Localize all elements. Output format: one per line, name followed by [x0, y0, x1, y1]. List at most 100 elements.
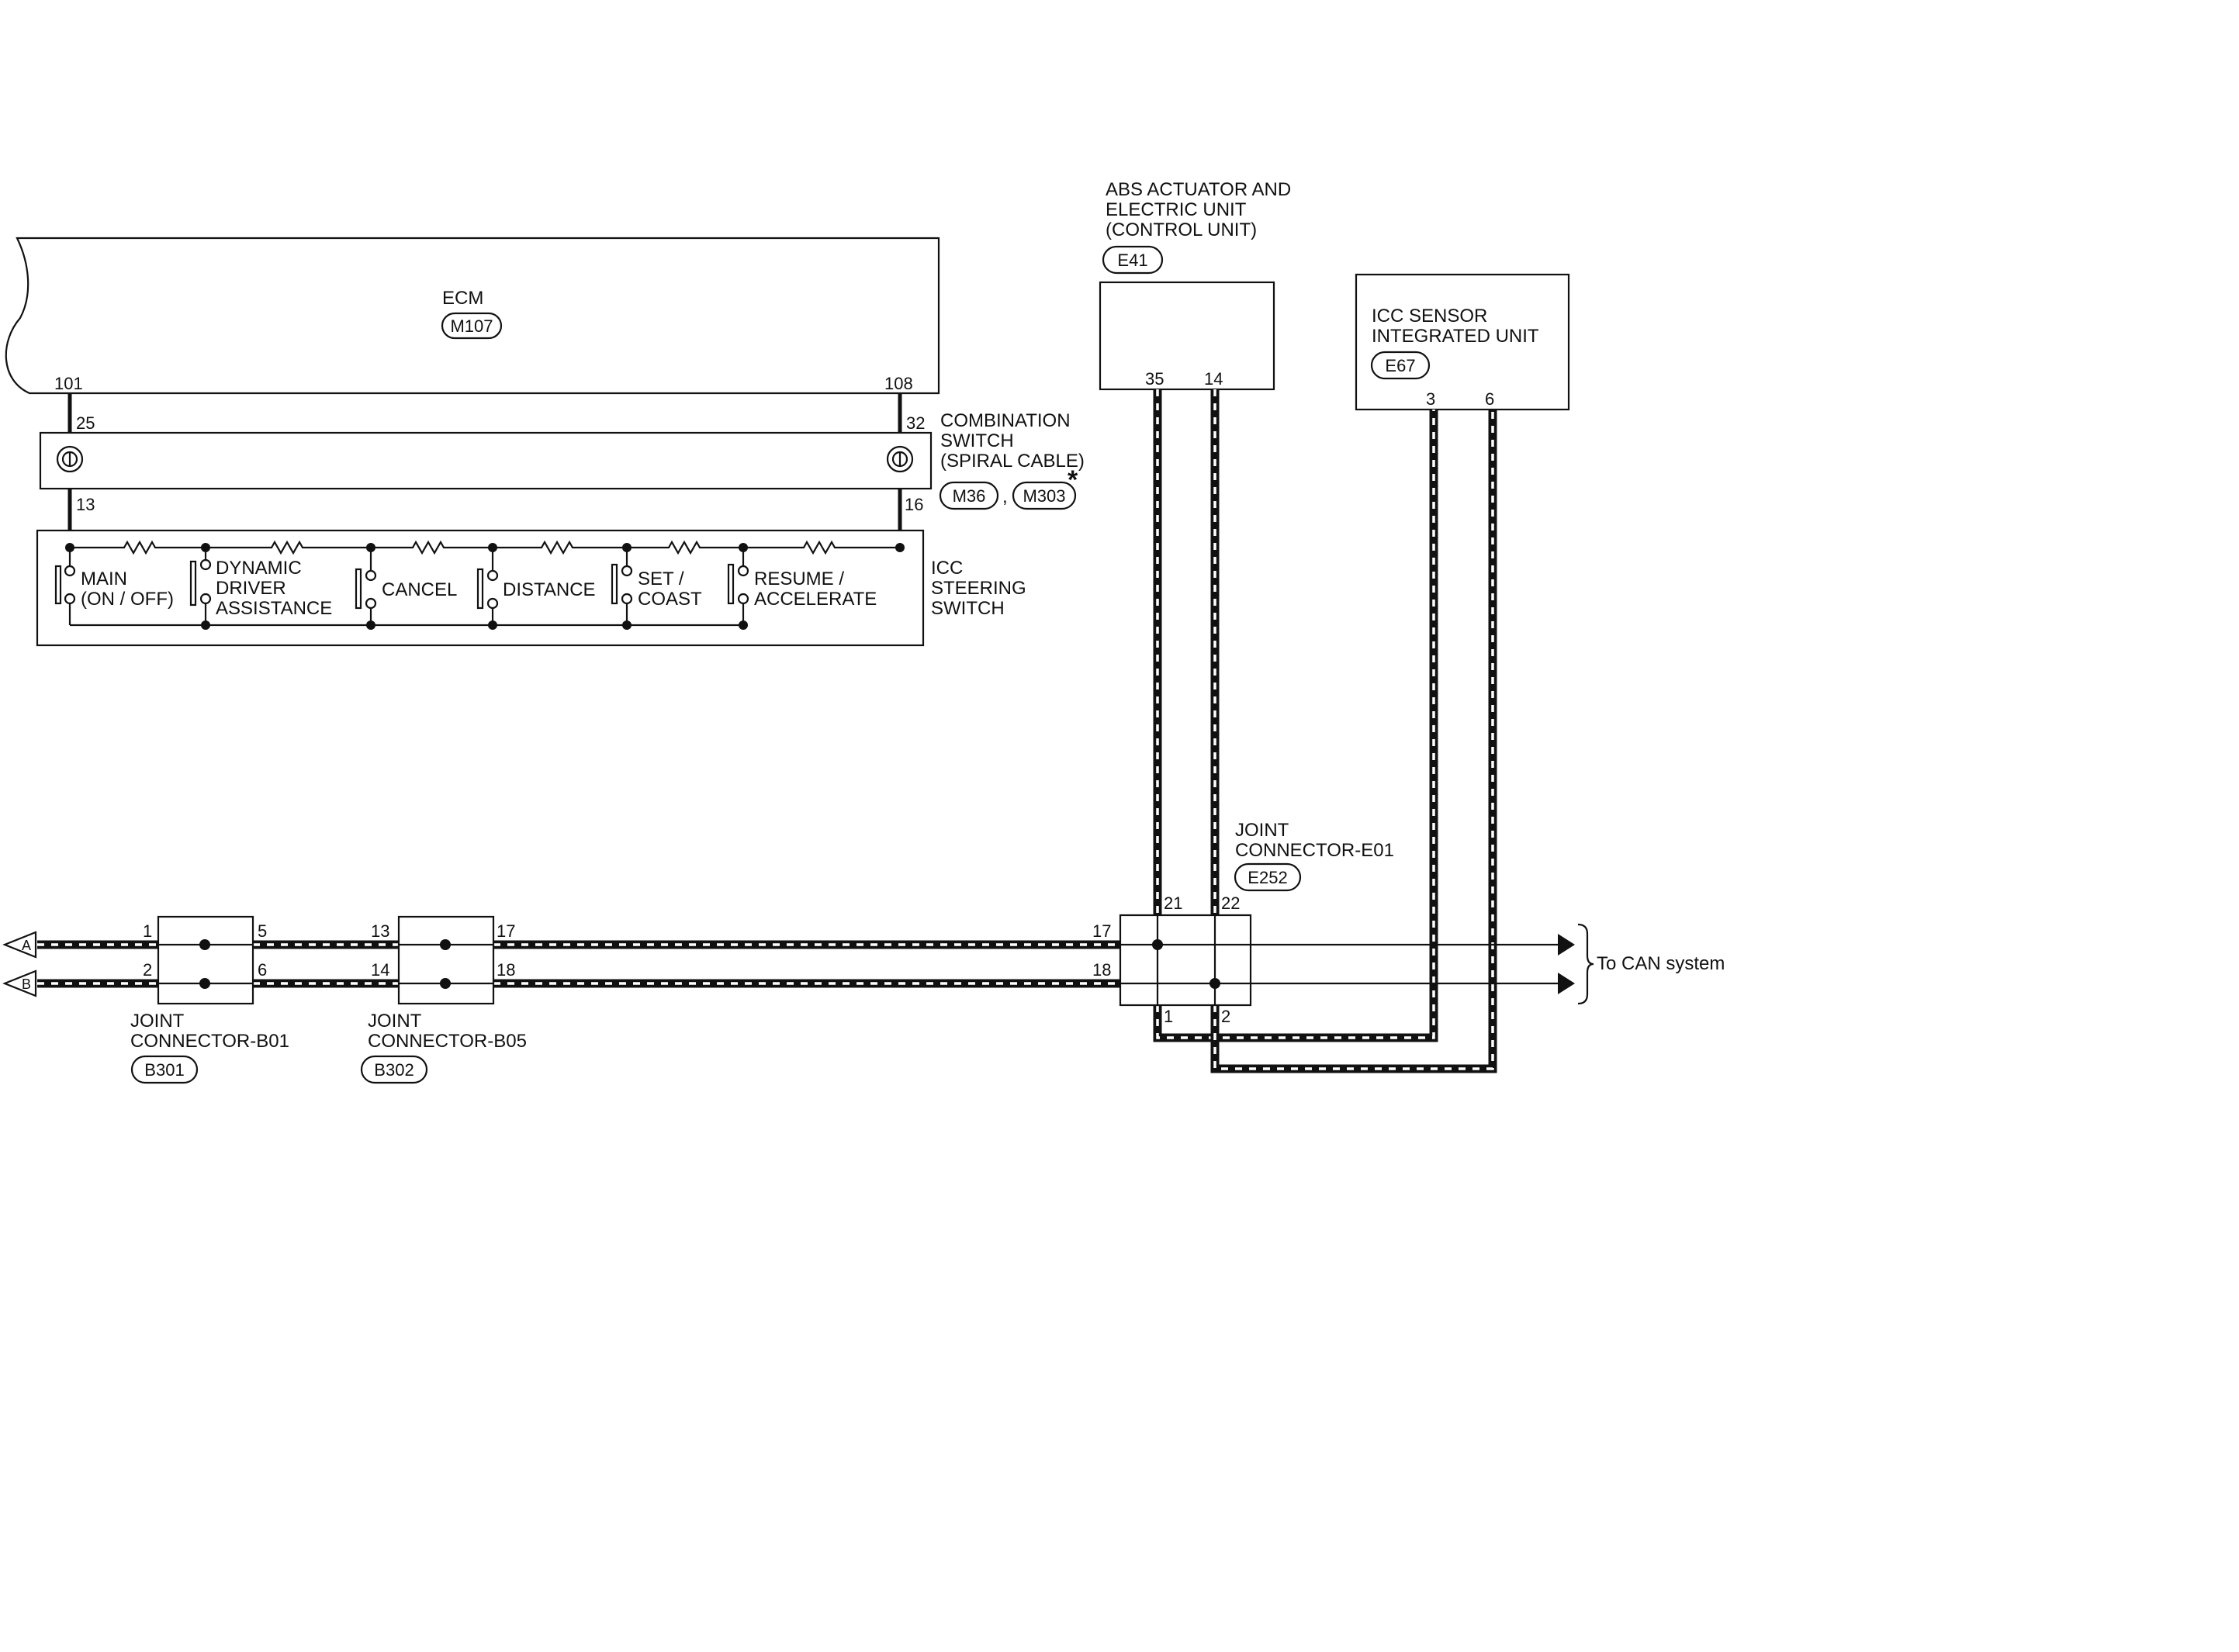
- combo-connector-separator: ,: [1002, 486, 1008, 507]
- switch-label-resume-1: RESUME /: [754, 569, 844, 589]
- switch-label-set-1: SET /: [638, 569, 684, 589]
- joint-b05-pin-17: 17: [497, 921, 515, 941]
- can-wires: [37, 389, 1497, 1073]
- abs-connector-tag: [1102, 245, 1164, 275]
- joint-b01-pin-6: 6: [258, 960, 267, 980]
- ecm-connector-label: M107: [450, 316, 493, 336]
- joint-b05-connector-label: B302: [374, 1060, 414, 1080]
- combination-switch-box: [39, 431, 933, 490]
- spiral-cable-icon: [886, 445, 914, 473]
- switch-contact-main: [54, 548, 76, 625]
- joint-connector-b05: 13 14 17 18 JOINT CONNECTOR-B05 B302: [360, 915, 527, 1084]
- icc-switch-name-2: STEERING: [931, 578, 1026, 599]
- combo-connector-tag-2: [1012, 481, 1077, 510]
- icc-sensor-name-1: ICC SENSOR: [1372, 306, 1487, 327]
- switch-label-main-2: (ON / OFF): [81, 589, 174, 610]
- abs-pin-14: 14: [1204, 369, 1223, 389]
- joint-b01-connector-label: B301: [144, 1060, 184, 1080]
- ecm-pin-108: 108: [884, 374, 913, 393]
- joint-e01-name-1: JOINT: [1235, 820, 1289, 841]
- joint-b01-name-1: JOINT: [130, 1011, 185, 1032]
- joint-e01-pin-21: 21: [1164, 893, 1182, 913]
- joint-e01-pin-17: 17: [1092, 921, 1111, 941]
- switch-label-cancel: CANCEL: [382, 579, 457, 600]
- icc-sensor-name-2: INTEGRATED UNIT: [1372, 326, 1539, 347]
- offpage-connector-b: B: [2, 969, 37, 997]
- joint-e01-pin-22: 22: [1221, 893, 1240, 913]
- abs-name-2: ELECTRIC UNIT: [1106, 199, 1247, 220]
- joint-e01-pin-2: 2: [1221, 1007, 1230, 1026]
- ecm-connector-tag: [441, 312, 503, 340]
- abs-actuator-unit: ABS ACTUATOR AND ELECTRIC UNIT (CONTROL …: [1099, 179, 1291, 391]
- brace-icon: [1577, 923, 1594, 1005]
- switch-label-dynamic-2: DRIVER: [216, 578, 286, 599]
- to-can-system-label: To CAN system: [1597, 953, 1725, 974]
- joint-b01-pin-1: 1: [143, 921, 152, 941]
- ecm-pin-101: 101: [54, 374, 83, 393]
- combo-asterisk: *: [1068, 465, 1078, 495]
- icc-switch-name-3: SWITCH: [931, 598, 1005, 619]
- spiral-cable-icon: [56, 445, 84, 473]
- combo-name-line-1: COMBINATION: [940, 410, 1071, 431]
- joint-b05-pin-18: 18: [497, 960, 515, 980]
- joint-b01-pin-5: 5: [258, 921, 267, 941]
- switch-label-main-1: MAIN: [81, 569, 127, 589]
- abs-box: [1099, 281, 1275, 391]
- joint-e01-pin-18: 18: [1092, 960, 1111, 980]
- combo-connector-label-2: M303: [1023, 486, 1065, 506]
- icc-sensor-connector-label: E67: [1385, 356, 1415, 375]
- joint-e01-pin-1: 1: [1164, 1007, 1173, 1026]
- arrow-right-icon: [1558, 934, 1575, 956]
- abs-connector-label: E41: [1117, 251, 1147, 270]
- joint-b01-pin-2: 2: [143, 960, 152, 980]
- switch-label-resume-2: ACCELERATE: [754, 589, 877, 610]
- combo-connector-tag-1: [939, 481, 999, 510]
- offpage-connector-a: A: [2, 931, 37, 959]
- joint-e01-name-2: CONNECTOR-E01: [1235, 840, 1394, 861]
- switch-contact-resume: [727, 548, 749, 625]
- switch-contact-dynamic: [189, 548, 212, 625]
- icc-sensor-pin-6: 6: [1485, 389, 1494, 409]
- combo-pin-32: 32: [906, 413, 925, 433]
- switch-contact-distance: [476, 548, 499, 625]
- ecm-unit: ECM M107 101 108: [5, 237, 940, 395]
- abs-name-1: ABS ACTUATOR AND: [1106, 179, 1291, 200]
- joint-connector-e01: 21 22 17 18 1 2 JOINT CONNECTOR-E01 E252: [1092, 820, 1394, 1026]
- svg-text:A: A: [22, 938, 31, 953]
- joint-b05-pin-14: 14: [371, 960, 389, 980]
- joint-e01-box: [1119, 914, 1252, 1007]
- svg-text:B: B: [22, 976, 31, 992]
- switch-contact-set: [611, 548, 633, 625]
- switch-label-dynamic-3: ASSISTANCE: [216, 598, 332, 619]
- icc-steering-switch-box: [36, 529, 925, 647]
- arrow-right-icon: [1558, 973, 1575, 994]
- switch-contact-cancel: [355, 548, 377, 625]
- combo-name-line-3: (SPIRAL CABLE): [940, 451, 1085, 472]
- combo-name-line-2: SWITCH: [940, 430, 1014, 451]
- combo-connector-label-1: M36: [953, 486, 986, 506]
- combo-pin-16: 16: [905, 495, 923, 514]
- joint-b05-connector-tag: [360, 1055, 428, 1084]
- joint-b05-box: [397, 915, 495, 1005]
- joint-b05-name-1: JOINT: [368, 1011, 422, 1032]
- switch-label-set-2: COAST: [638, 589, 702, 610]
- icc-sensor-box: [1355, 273, 1570, 411]
- joint-e01-connector-tag: [1234, 862, 1302, 892]
- combo-pin-25: 25: [76, 413, 95, 433]
- switch-label-distance: DISTANCE: [503, 579, 596, 600]
- joint-b01-name-2: CONNECTOR-B01: [130, 1031, 289, 1052]
- icc-switch-name-1: ICC: [931, 558, 963, 579]
- combo-pin-13: 13: [76, 495, 95, 514]
- switch-label-dynamic-1: DYNAMIC: [216, 558, 302, 579]
- joint-b01-box: [157, 915, 254, 1005]
- joint-b05-pin-13: 13: [371, 921, 389, 941]
- abs-pin-35: 35: [1145, 369, 1164, 389]
- icc-steering-switch: MAIN (ON / OFF) DYNAMIC DRIVER ASSISTANC…: [36, 529, 1026, 647]
- joint-e01-connector-label: E252: [1248, 868, 1287, 887]
- joint-b01-connector-tag: [130, 1055, 199, 1084]
- abs-name-3: (CONTROL UNIT): [1106, 219, 1257, 240]
- joint-b05-name-2: CONNECTOR-B05: [368, 1031, 527, 1052]
- joint-connector-b01: 1 2 5 6 JOINT CONNECTOR-B01 B301: [130, 915, 289, 1084]
- icc-sensor-connector-tag: [1370, 351, 1431, 380]
